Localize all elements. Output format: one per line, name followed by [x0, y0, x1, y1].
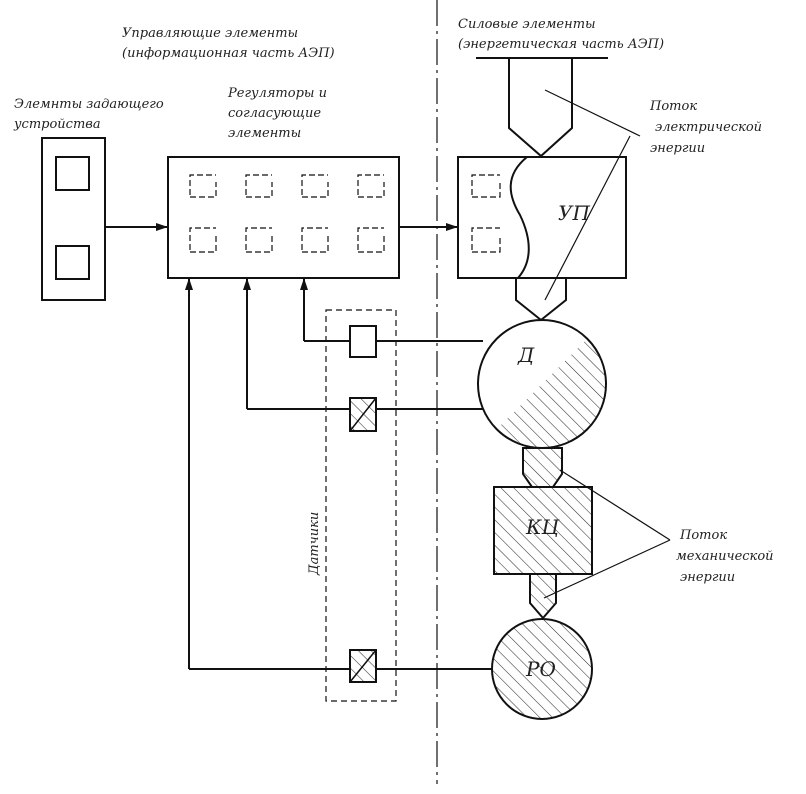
mechanical-flow-pointer-lower	[543, 539, 671, 599]
motor-circle: Д	[477, 319, 607, 449]
electric-flow-pointer-upper	[544, 89, 641, 137]
kinematic-chain-block: КЦ	[493, 486, 593, 575]
setpoint-label-line2: устройства	[13, 117, 101, 132]
motor-label: Д	[517, 343, 535, 367]
feedback-line-2	[243, 278, 483, 410]
sensor-1	[349, 325, 377, 358]
feedback-line-1	[300, 278, 483, 342]
control-title-line1: Управляющие элементы	[122, 26, 298, 41]
setpoint-label-line1: Элемнты задающего	[14, 97, 164, 112]
setpoint-device	[41, 137, 106, 301]
working-body-circle: РО	[491, 618, 593, 720]
motor-shaft	[522, 447, 563, 488]
regulators-block	[167, 156, 400, 279]
converter-block: УП	[457, 156, 627, 279]
mechanical-flow-label-line2: механической	[676, 549, 774, 564]
mechanical-flow-pointer-upper	[559, 469, 671, 541]
converter-label: УП	[558, 201, 590, 225]
electric-flow-label-line3: энергии	[650, 141, 705, 156]
regulators-label-line3: элементы	[228, 126, 301, 141]
control-title-line2: (информационная часть АЭП)	[122, 46, 335, 61]
electric-flow-label-line1: Поток	[649, 99, 697, 114]
output-shaft	[529, 573, 557, 620]
feedback-line-3	[185, 278, 492, 670]
electric-flow-pointer-lower	[544, 135, 631, 301]
power-input-funnel	[508, 58, 573, 158]
kinematic-chain-label: КЦ	[525, 515, 560, 539]
converter-output-funnel	[515, 278, 567, 322]
sensor-3	[349, 649, 377, 683]
sensors-region	[325, 309, 397, 702]
sensor-2	[349, 397, 377, 432]
working-body-label: РО	[525, 657, 556, 681]
power-title-line1: Силовые элементы	[458, 17, 596, 32]
mechanical-flow-label-line3: энергии	[680, 570, 735, 585]
power-title-line2: (энергетическая часть АЭП)	[458, 37, 664, 52]
regulators-label-line1: Регуляторы и	[227, 86, 327, 101]
electric-flow-label-line2: электрической	[655, 120, 762, 135]
regulators-label-line2: согласующие	[228, 106, 321, 121]
sensors-label: Датчики	[307, 512, 322, 576]
mechanical-flow-label-line1: Поток	[679, 528, 727, 543]
